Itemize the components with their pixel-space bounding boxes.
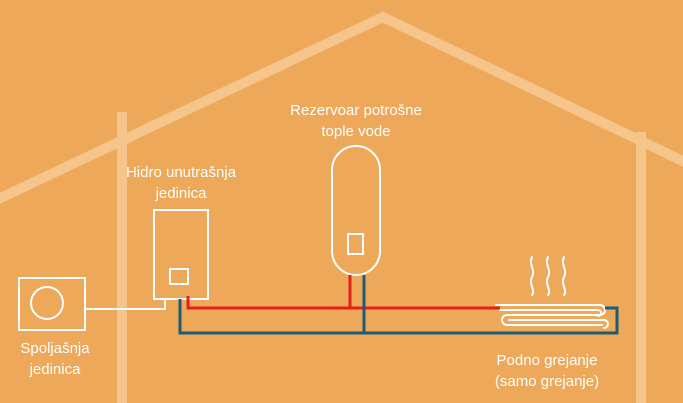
outdoor-unit-label-line1: Spoljašnja xyxy=(20,340,90,357)
floor-heating-label-line1: Podno grejanje xyxy=(496,352,598,369)
floor-heating-label: Podno grejanje (samo grejanje) xyxy=(472,350,622,392)
outdoor-unit-label-line2: jedinica xyxy=(29,361,81,378)
water-tank-label-line1: Rezervoar potrošne xyxy=(290,102,422,119)
water-tank-label-line2: tople vode xyxy=(321,123,391,140)
water-tank-label: Rezervoar potrošne tople vode xyxy=(266,100,446,142)
outdoor-connection-line xyxy=(85,299,166,310)
supply-pipe xyxy=(186,275,500,310)
outdoor-unit-label: Spoljašnja jedinica xyxy=(0,338,110,380)
floor-heating-coil-icon xyxy=(495,304,609,329)
hydro-unit-label-line1: Hidro unutrašnja xyxy=(125,164,237,181)
return-pipe xyxy=(178,275,619,335)
outdoor-unit-icon xyxy=(18,277,86,331)
heat-waves-icon xyxy=(529,256,567,296)
hydro-unit-label: Hidro unutrašnja jedinica xyxy=(101,162,261,204)
floor-heating-label-line2: (samo grejanje) xyxy=(494,373,600,390)
hydro-unit-icon xyxy=(153,209,209,300)
hydro-unit-label-line2: jedinica xyxy=(155,185,207,202)
water-tank-icon xyxy=(331,145,381,276)
house-outline xyxy=(0,11,683,403)
